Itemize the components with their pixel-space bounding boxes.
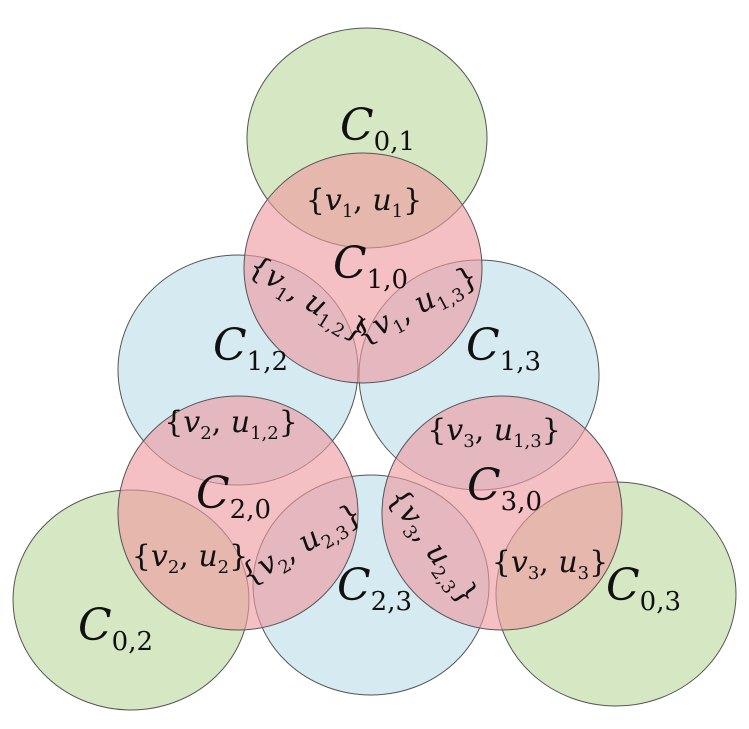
label-c03: C0,3 xyxy=(606,560,681,617)
label-sub: 0,1 xyxy=(374,127,415,157)
set-part: } xyxy=(279,405,298,440)
label-main: C xyxy=(78,600,112,651)
set-part: 1,3 xyxy=(513,431,542,452)
label-main: C xyxy=(337,560,371,611)
label-c10: C1,0 xyxy=(333,238,408,295)
set-part: v xyxy=(446,413,463,448)
label-c23: C2,3 xyxy=(337,560,412,617)
set-part: } xyxy=(229,539,248,574)
set-part: { xyxy=(306,183,325,218)
set-label-s3: {v3, u3} xyxy=(492,545,608,584)
label-sub: 1,2 xyxy=(247,347,288,377)
label-c01: C0,1 xyxy=(340,100,415,157)
set-part: , xyxy=(475,413,494,448)
label-main: C xyxy=(340,100,374,151)
set-part: } xyxy=(542,413,561,448)
circle-c30 xyxy=(381,395,623,631)
label-sub: 0,3 xyxy=(640,587,681,617)
label-c13: C1,3 xyxy=(466,320,541,377)
set-part: , xyxy=(539,545,558,580)
set-part: { xyxy=(164,405,183,440)
circles xyxy=(12,27,737,711)
label-sub: 2,3 xyxy=(371,587,412,617)
set-part: v xyxy=(183,405,200,440)
label-c12: C1,2 xyxy=(213,320,288,377)
label-sub: 0,2 xyxy=(112,627,153,657)
label-c20: C2,0 xyxy=(196,468,271,525)
set-label-s1: {v1, u1} xyxy=(306,183,422,222)
label-c30: C3,0 xyxy=(467,460,542,517)
set-part: v xyxy=(151,539,168,574)
set-part: } xyxy=(589,545,608,580)
label-c02: C0,2 xyxy=(78,600,153,657)
set-part: 1 xyxy=(342,201,353,222)
set-part: u xyxy=(372,183,391,218)
set-part: { xyxy=(132,539,151,574)
set-part: , xyxy=(353,183,372,218)
label-main: C xyxy=(196,468,230,519)
label-main: C xyxy=(606,560,640,611)
set-label-s212: {v2, u1,2} xyxy=(164,405,298,444)
set-part: u xyxy=(558,545,577,580)
label-sub: 3,0 xyxy=(501,487,542,517)
set-label-s313: {v3, u1,3} xyxy=(427,413,561,452)
circle-c20 xyxy=(117,395,359,631)
set-part: 1 xyxy=(392,201,403,222)
label-main: C xyxy=(467,460,501,511)
label-sub: 1,0 xyxy=(367,265,408,295)
label-main: C xyxy=(333,238,367,289)
set-part: v xyxy=(511,545,528,580)
set-label-s2: {v2, u2} xyxy=(132,539,248,578)
set-part: 2 xyxy=(168,557,179,578)
set-part: , xyxy=(179,539,198,574)
set-part: u xyxy=(231,405,250,440)
set-part: u xyxy=(198,539,217,574)
label-main: C xyxy=(213,320,247,371)
label-sub: 2,0 xyxy=(230,495,271,525)
set-part: 2 xyxy=(218,557,229,578)
set-part: , xyxy=(212,405,231,440)
label-sub: 1,3 xyxy=(500,347,541,377)
set-part: 3 xyxy=(578,563,589,584)
set-part: 1,2 xyxy=(250,423,279,444)
set-part: 3 xyxy=(528,563,539,584)
set-part: } xyxy=(403,183,422,218)
set-part: 2 xyxy=(200,423,211,444)
set-part: v xyxy=(325,183,342,218)
set-part: u xyxy=(494,413,513,448)
label-main: C xyxy=(466,320,500,371)
set-part: { xyxy=(492,545,511,580)
set-part: { xyxy=(427,413,446,448)
set-part: 3 xyxy=(463,431,474,452)
circle-c10 xyxy=(243,152,483,384)
